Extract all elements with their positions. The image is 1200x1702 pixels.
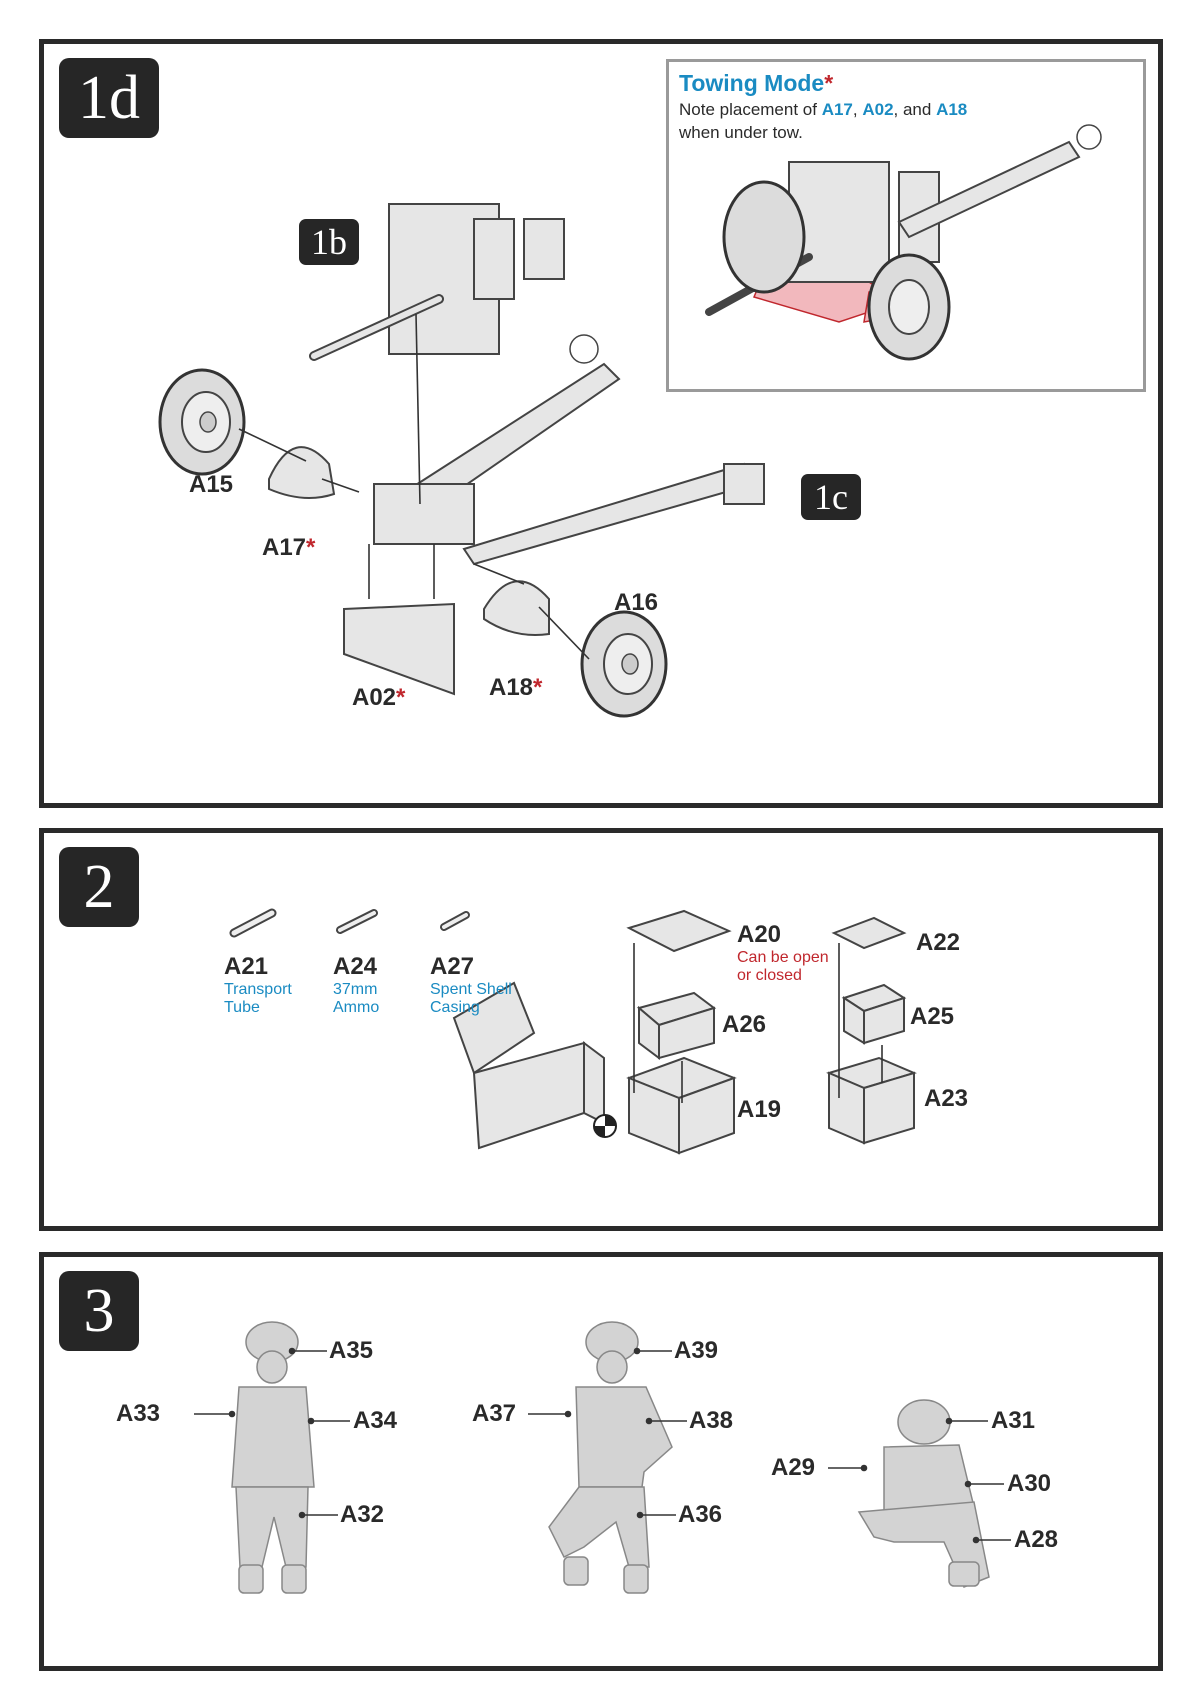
part-label-a16: A16 (614, 589, 659, 616)
part-label-a34: A34 (353, 1407, 398, 1434)
part-label-a35: A35 (329, 1337, 374, 1364)
transport-tube-illustration (229, 908, 277, 938)
part-label-a37: A37 (472, 1400, 517, 1427)
part-label-a25: A25 (910, 1003, 955, 1030)
assembly-arrows-step2 (633, 943, 883, 1103)
shell-casing-illustration (440, 911, 470, 931)
figure-standing-hand-on-hip-illustration (548, 1321, 673, 1594)
part-label-a33: A33 (116, 1400, 161, 1427)
part-label-a28: A28 (1014, 1526, 1059, 1553)
part-note-a21-line1: Transport (224, 981, 292, 998)
part-label-a31: A31 (991, 1407, 1036, 1434)
part-label-a19: A19 (737, 1096, 782, 1123)
part-label-a29: A29 (771, 1454, 816, 1481)
insert-a25-illustration (841, 983, 907, 1045)
wheel-a16-illustration (580, 610, 668, 718)
towing-mode-inset: Towing Mode* Note placement of A17, A02,… (666, 59, 1146, 392)
shell-insert-a26-illustration (636, 991, 717, 1060)
assembly-arrows (238, 313, 590, 660)
part-label-a15: A15 (189, 471, 234, 498)
part-label-a39: A39 (674, 1337, 719, 1364)
step-2-panel: 2 (39, 828, 1163, 1231)
step-badge-1d: 1d (59, 58, 159, 138)
ammo-crates-drawing (229, 908, 917, 1155)
open-crate-illustration (452, 981, 605, 1150)
figure-kneeling-illustration (857, 1399, 990, 1588)
gun-trail-illustration (373, 334, 765, 566)
part-label-a27: A27 (430, 953, 475, 980)
gun-assembly-drawing (158, 203, 765, 718)
part-label-a24: A24 (333, 953, 378, 980)
ammo-round-illustration (336, 909, 378, 934)
part-label-a38: A38 (689, 1407, 734, 1434)
crate-lid-a22-illustration (831, 916, 907, 950)
part-label-a26: A26 (722, 1011, 767, 1038)
towing-mode-note-line2: when under tow. (679, 123, 803, 142)
towing-mode-note-line1: Note placement of A17, A02, and A18 (679, 100, 968, 119)
part-label-a20: A20 (737, 921, 782, 948)
part-note-a27-line2: Casing (430, 999, 480, 1016)
part-note-a21-line2: Tube (224, 999, 260, 1016)
step-ref-badge-1c: 1c (801, 474, 861, 520)
crew-figures-drawing (194, 1321, 1011, 1594)
shield-a17-illustration (268, 446, 336, 499)
part-note-a20-line1: Can be open (737, 949, 829, 966)
part-label-a23: A23 (924, 1085, 969, 1112)
part-label-a18: A18* (489, 674, 543, 701)
step-1d-panel: 1d 1b 1c (39, 39, 1163, 808)
gun-breech-illustration (309, 203, 565, 361)
crate-a23-illustration (826, 1056, 917, 1145)
part-label-a30: A30 (1007, 1470, 1052, 1497)
part-note-a24-line1: 37mm (333, 981, 378, 998)
step-badge-3: 3 (59, 1271, 139, 1351)
part-note-a20-line2: or closed (737, 967, 802, 984)
leader-lines-step3 (194, 1347, 1011, 1544)
part-note-a24-line2: Ammo (333, 999, 380, 1016)
crate-lid-a20-illustration (626, 909, 732, 953)
wheel-a15-illustration (158, 368, 246, 476)
step-ref-badge-1b: 1b (299, 219, 359, 265)
part-label-a21: A21 (224, 953, 269, 980)
part-label-a36: A36 (678, 1501, 723, 1528)
towing-mode-illustration (705, 124, 1102, 361)
crate-a19-illustration (626, 1056, 737, 1155)
part-label-a02: A02* (352, 684, 406, 711)
step-3-panel: 3 (39, 1252, 1163, 1671)
towing-mode-title: Towing Mode* (679, 70, 834, 96)
plate-a02-illustration (343, 602, 455, 696)
figure-standing-reading-illustration (231, 1321, 315, 1594)
part-note-a27-line1: Spent Shell (430, 981, 512, 998)
part-label-a22: A22 (916, 929, 961, 956)
mirror-symbol-icon (593, 1114, 617, 1138)
part-label-a17: A17* (262, 534, 316, 561)
step-badge-2: 2 (59, 847, 139, 927)
part-label-a32: A32 (340, 1501, 385, 1528)
